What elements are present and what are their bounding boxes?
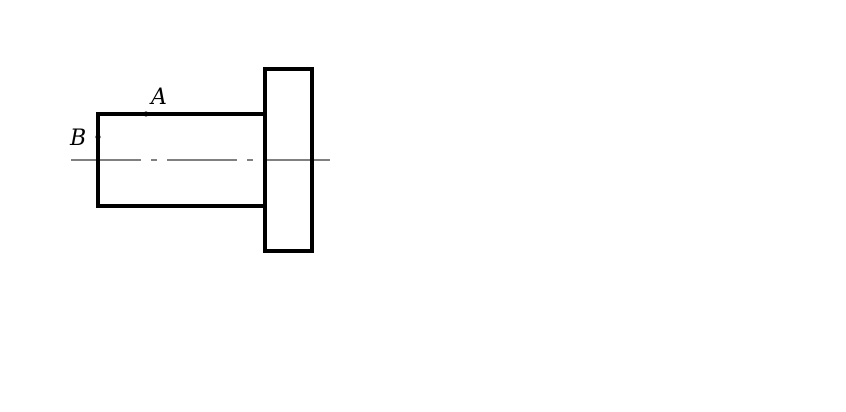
flange-body [263, 67, 314, 253]
point-b-marker [95, 134, 101, 140]
point-a-label: A [149, 85, 167, 110]
point-b-label: B [69, 126, 86, 151]
point-a-marker [143, 111, 149, 117]
